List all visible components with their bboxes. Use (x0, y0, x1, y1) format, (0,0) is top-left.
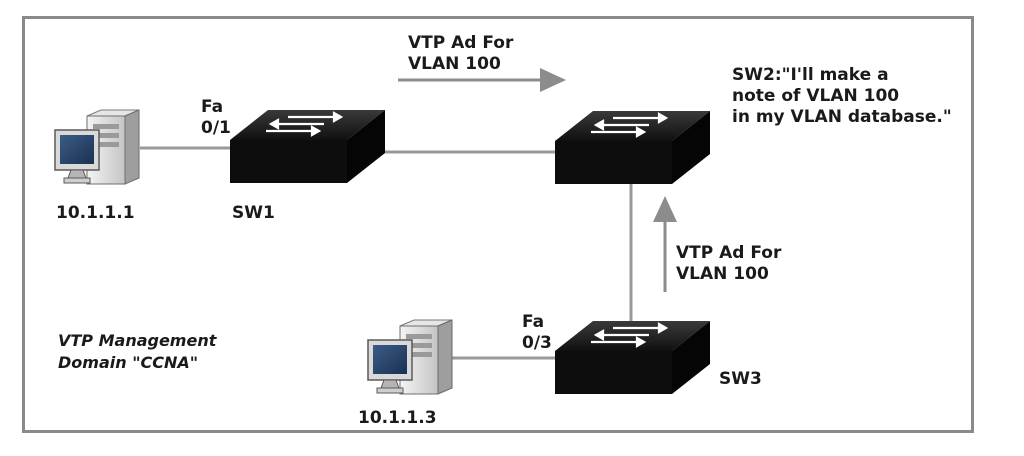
port-label-sw3-line2: 0/3 (522, 333, 552, 353)
sw3-name-label: SW3 (719, 369, 762, 389)
pc1-ip-label: 10.1.1.1 (56, 203, 135, 223)
vtp-ad-right-line1: VTP Ad For (676, 243, 782, 263)
arrow-vtp-ad-top (398, 68, 566, 92)
pc3-ip-label: 10.1.1.3 (358, 408, 437, 428)
switch-sw3-icon (555, 321, 710, 394)
sw2-quote-line1: SW2:"I'll make a (732, 65, 889, 85)
port-label-sw1-line2: 0/1 (201, 118, 231, 138)
port-label-sw1-line1: Fa (201, 97, 224, 117)
vtp-ad-top-line1: VTP Ad For (408, 33, 514, 53)
sw2-quote-line2: note of VLAN 100 (732, 86, 900, 106)
sw1-name-label: SW1 (232, 203, 275, 223)
port-label-sw3-line1: Fa (522, 312, 545, 332)
vtp-domain-line1: VTP Management (58, 331, 217, 350)
vtp-ad-right-line2: VLAN 100 (676, 264, 769, 284)
sw2-quote-line3: in my VLAN database." (732, 107, 952, 127)
port-label-sw1: Fa 0/1 (201, 97, 231, 139)
vtp-ad-top-line2: VLAN 100 (408, 54, 501, 74)
switch-sw1-icon (230, 110, 385, 183)
arrow-vtp-ad-right (653, 196, 677, 292)
vtp-ad-top-label: VTP Ad For VLAN 100 (408, 33, 513, 75)
vtp-domain-line2: Domain "CCNA" (58, 353, 199, 372)
vtp-domain-label: VTP Management Domain "CCNA" (58, 330, 216, 374)
switch-sw2-icon (555, 111, 710, 184)
domain-border (22, 16, 974, 433)
computer-pc1-icon (54, 109, 140, 185)
network-links (140, 146, 633, 360)
vtp-ad-right-label: VTP Ad For VLAN 100 (676, 243, 781, 285)
sw2-quote: SW2:"I'll make a note of VLAN 100 in my … (732, 65, 952, 128)
computer-pc3-icon (367, 319, 453, 395)
port-label-sw3: Fa 0/3 (522, 312, 552, 354)
